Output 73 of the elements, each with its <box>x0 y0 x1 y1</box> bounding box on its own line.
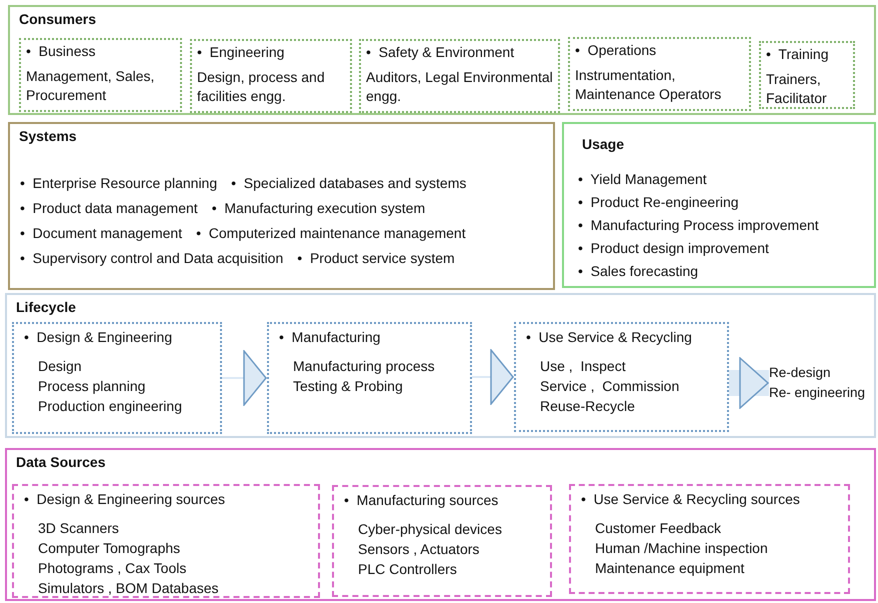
panel-box <box>8 5 876 115</box>
panel-title: Lifecycle <box>16 299 76 315</box>
bullet-heading: • Safety & Environment <box>366 43 516 61</box>
arrow <box>222 350 267 406</box>
item-text: Process planning <box>38 377 146 396</box>
item-text: Production engineering <box>38 397 183 416</box>
role-text: Design, process and facilities engg. <box>197 68 326 106</box>
bullet-item: • Sales forecasting <box>578 262 700 281</box>
panel-title: Systems <box>19 128 77 144</box>
bullet-heading: • Use Service & Recycling <box>526 328 693 346</box>
bullet-item: • Product design improvement <box>578 239 770 258</box>
bullet-item: • Manufacturing execution system <box>212 200 426 216</box>
bullet-item: • Manufacturing Process improvement <box>578 216 819 235</box>
bullet-item: • Specialized databases and systems <box>231 174 466 190</box>
item-text: Reuse-Recycle <box>540 397 636 416</box>
stage-box <box>569 484 850 594</box>
bullet-item: • Product Re-engineering <box>578 193 740 212</box>
panel-title: Consumers <box>19 11 96 27</box>
bullet-heading: • Manufacturing sources <box>344 491 500 509</box>
role-text: Trainers, Facilitator <box>766 70 828 108</box>
panel-title: Usage <box>582 136 624 152</box>
bullet-item: • Product service system <box>297 250 455 266</box>
role-box <box>759 41 855 109</box>
bullet-item: • Yield Management <box>578 170 708 189</box>
panel-box <box>5 293 876 438</box>
outcome-text: Re- engineering <box>769 384 866 402</box>
bullet-heading: • Training <box>766 45 830 63</box>
item-text: Use , Inspect <box>540 357 627 376</box>
role-text: Management, Sales, Procurement <box>26 67 156 105</box>
item-text: Cyber-physical devices <box>358 520 503 539</box>
item-text: Sensors , Actuators <box>358 540 480 559</box>
item-text: Photograms , Cax Tools <box>38 559 188 578</box>
bullet-item: • Product data management <box>20 200 198 216</box>
item-text: Service , Commission <box>540 377 680 396</box>
stage-box <box>514 322 729 432</box>
panel-title: Data Sources <box>16 454 106 470</box>
item-text: Testing & Probing <box>293 377 404 396</box>
bullet-item: • Computerized maintenance management <box>196 224 466 240</box>
bullet-heading: • Manufacturing <box>279 328 382 346</box>
stage-box <box>12 484 320 598</box>
item-text: 3D Scanners <box>38 519 120 538</box>
bullet-item: • Document management <box>20 224 182 240</box>
role-text: Auditors, Legal Environmental engg. <box>366 68 553 106</box>
bullet-heading: • Design & Engineering sources <box>24 490 226 508</box>
role-box <box>359 39 560 113</box>
bullet-heading: • Business <box>26 42 96 60</box>
item-text: Computer Tomographs <box>38 539 182 558</box>
role-text: Instrumentation, Maintenance Operators <box>575 66 722 104</box>
item-text: PLC Controllers <box>358 560 458 579</box>
panel-box <box>562 122 876 288</box>
role-box <box>19 38 182 112</box>
outcome-text: Re-design <box>769 364 832 382</box>
panel-box <box>8 122 555 290</box>
stage-box <box>267 322 472 434</box>
bullet-heading: • Design & Engineering <box>24 328 174 346</box>
bullet-heading: • Operations <box>575 41 658 59</box>
item-text: Customer Feedback <box>595 519 722 538</box>
panel-box <box>5 448 876 601</box>
stage-box <box>12 322 222 434</box>
item-text: Simulators , BOM Databases <box>38 579 220 598</box>
item-text: Design <box>38 357 83 376</box>
stage-box <box>332 485 552 597</box>
item-text: Maintenance equipment <box>595 559 746 578</box>
arrow <box>729 357 769 409</box>
bullet-item: • Enterprise Resource planning <box>20 174 218 190</box>
role-box <box>568 37 751 111</box>
bullet-heading: • Use Service & Recycling sources <box>581 490 801 508</box>
bullet-heading: • Engineering <box>197 43 286 61</box>
item-text: Human /Machine inspection <box>595 539 769 558</box>
role-box <box>190 39 352 113</box>
item-text: Manufacturing process <box>293 357 436 376</box>
arrow <box>472 349 514 405</box>
bullet-item: • Supervisory control and Data acquisition <box>20 250 284 266</box>
